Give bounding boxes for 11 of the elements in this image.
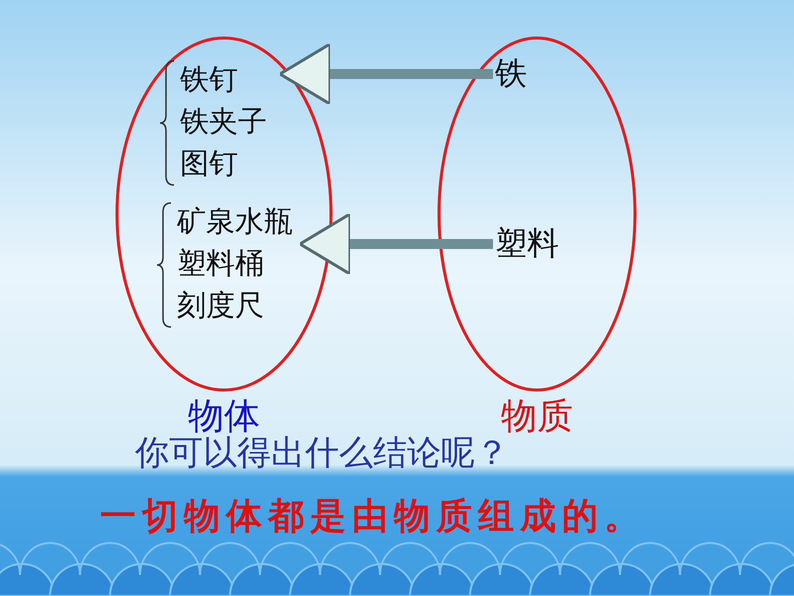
object-name: 刻度尺 [177, 287, 265, 324]
object-name: 铁夹子 [180, 103, 268, 140]
arrow [278, 42, 493, 106]
material-name: 塑料 [495, 223, 560, 264]
object-name: 铁钉 [180, 61, 239, 98]
arrow [298, 212, 493, 276]
conclusion-text: 一切物体都是由物质组成的。 [100, 495, 646, 539]
material-name: 铁 [495, 53, 528, 94]
object-name: 塑料桶 [177, 245, 265, 282]
object-name: 图钉 [180, 145, 239, 182]
object-name: 矿泉水瓶 [177, 203, 294, 240]
